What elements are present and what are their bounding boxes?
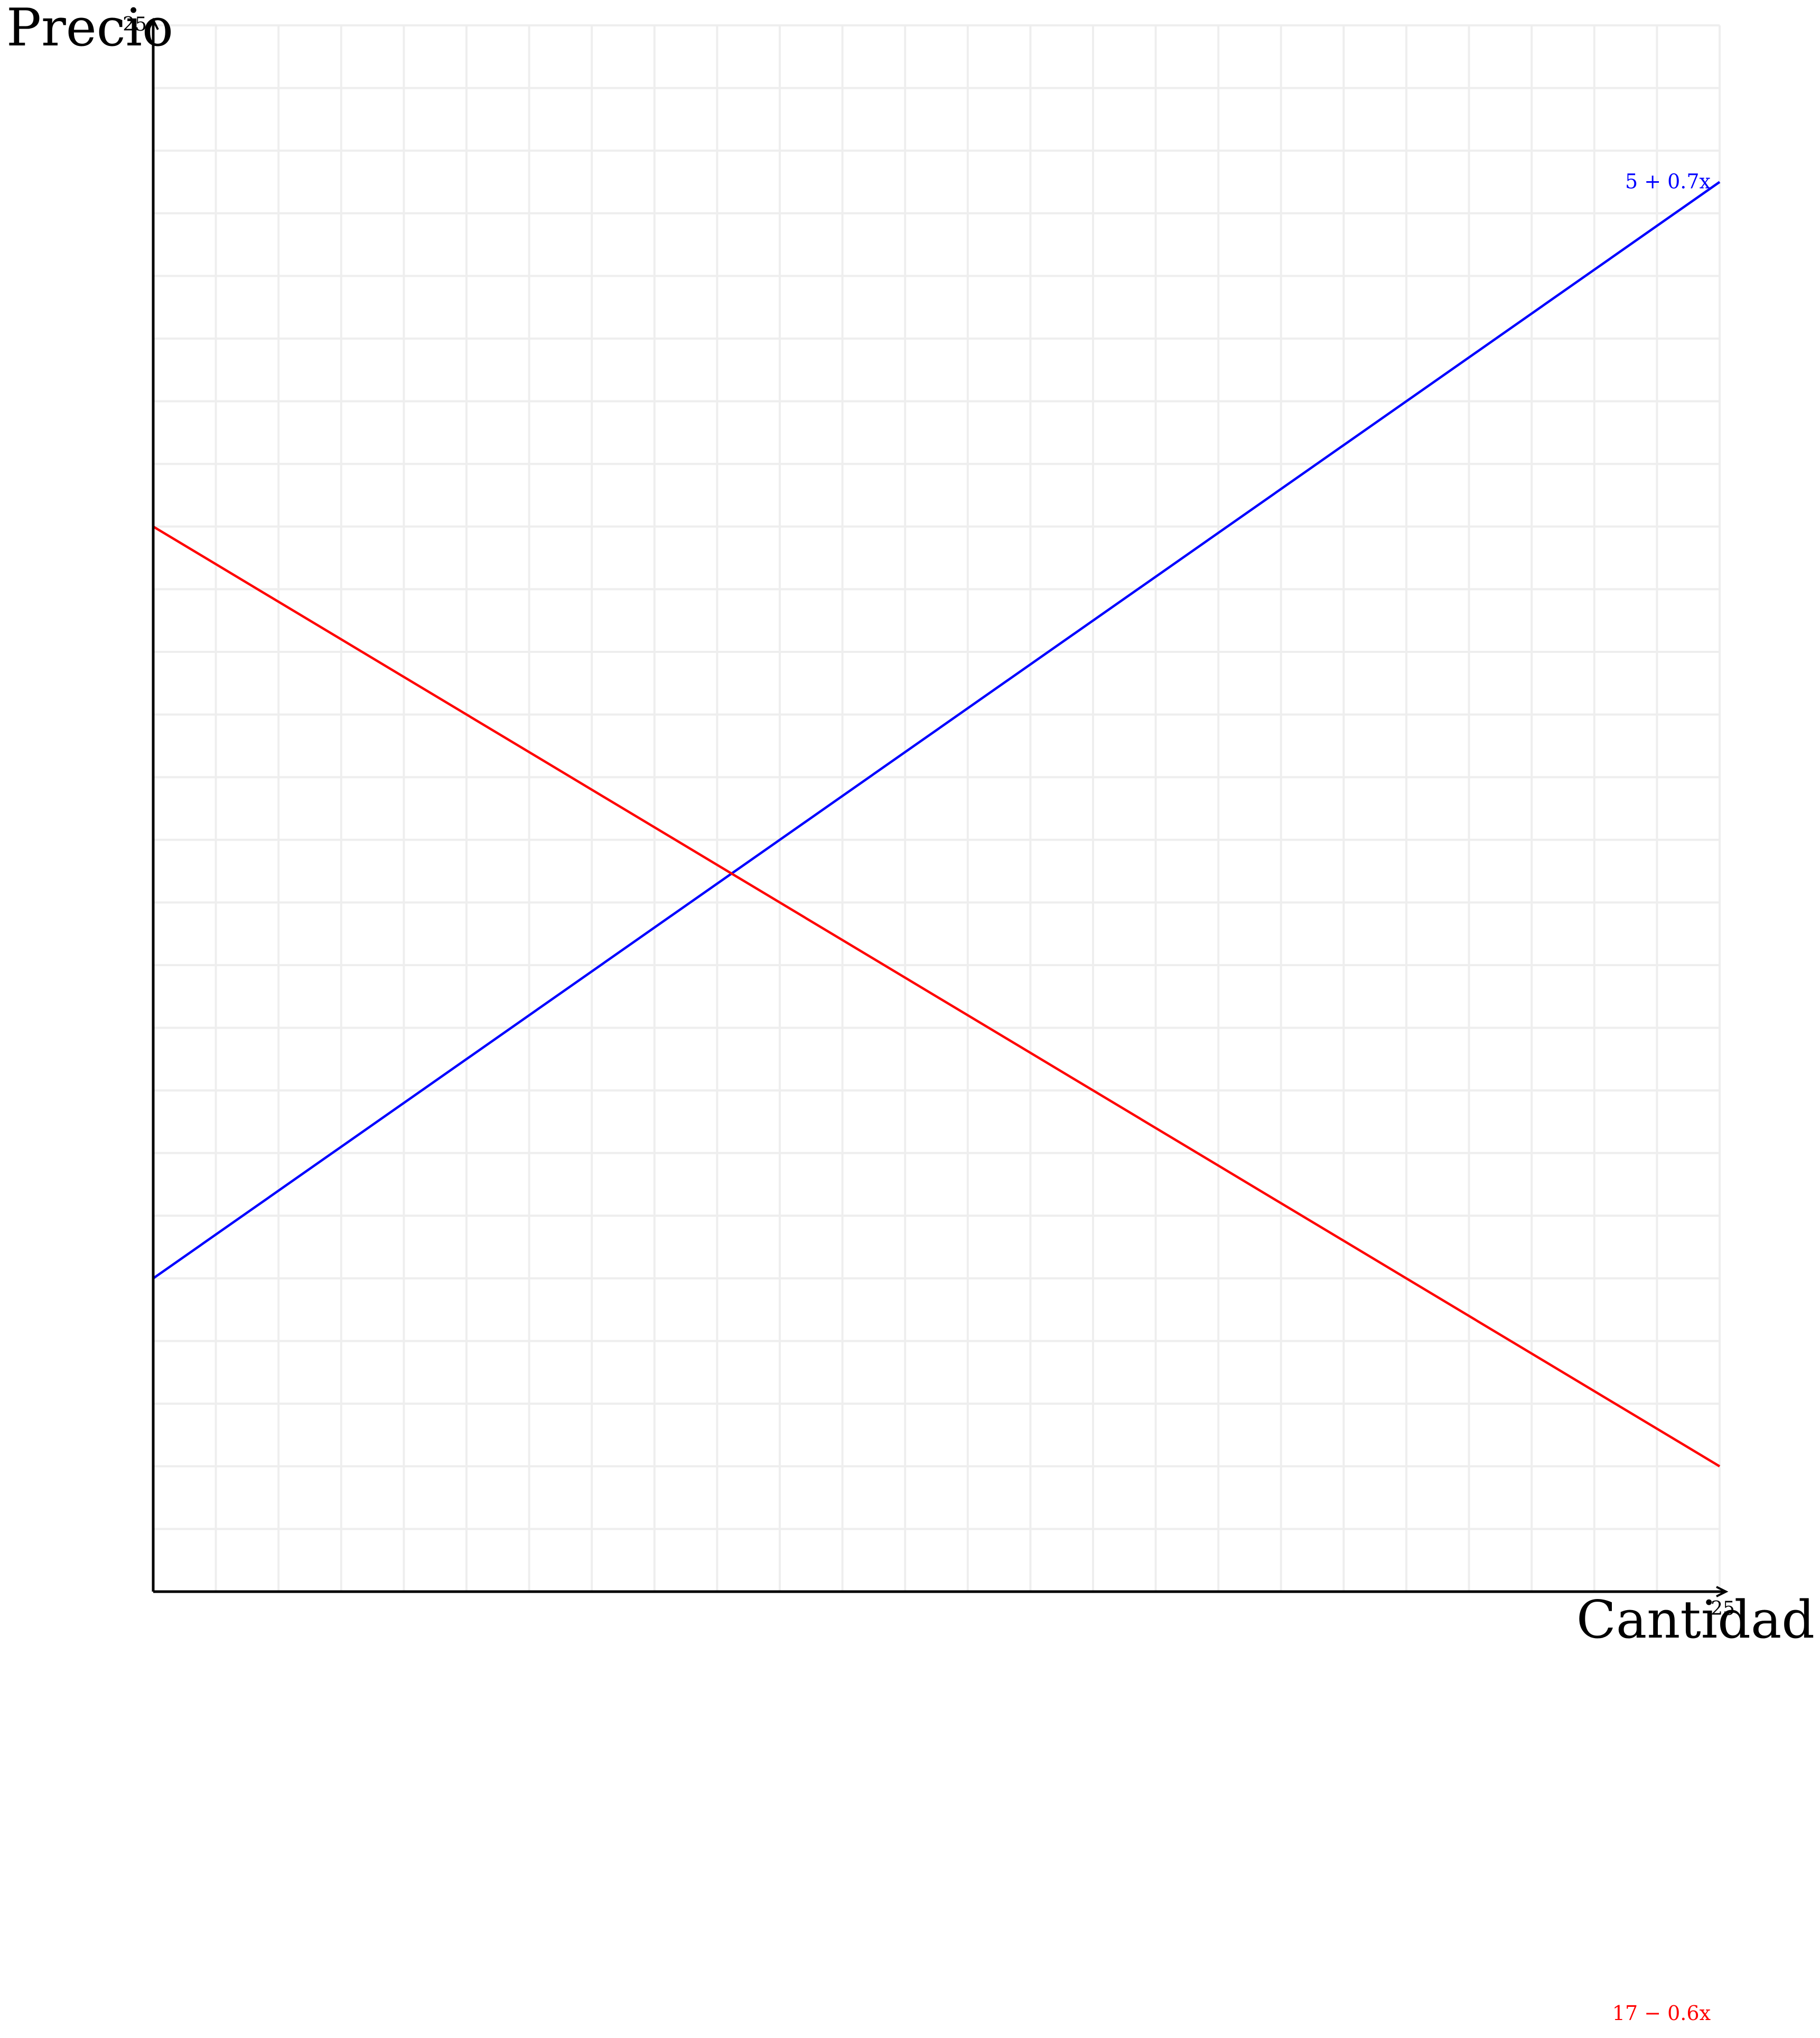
y-axis-title: Precio <box>6 0 173 58</box>
grid <box>153 24 1721 1592</box>
y-axis-arrowhead <box>147 17 159 30</box>
x-axis-title: Cantidad <box>1576 1590 1815 1650</box>
series-label-supply: 5 + 0.7x <box>1625 170 1711 193</box>
x-tick-label: 25 <box>1711 1598 1735 1620</box>
x-axis-arrowhead <box>1716 1586 1729 1597</box>
y-tick-label: 25 <box>123 14 147 35</box>
series-label-demand: 17 − 0.6x <box>1612 2002 1711 2025</box>
supply-line <box>152 181 1721 1279</box>
demand-line <box>152 525 1721 1467</box>
series-layer <box>152 181 1721 1467</box>
